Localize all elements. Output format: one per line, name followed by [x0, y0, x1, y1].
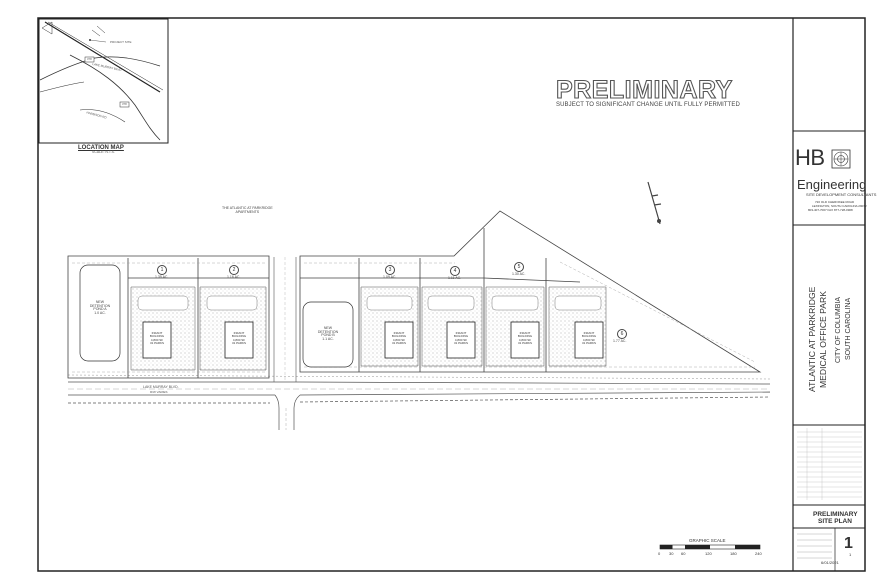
pond-a-label: NEW DETENTION POND A 1.0 AC.	[89, 300, 111, 315]
building-label-5: INFANT BUILDING 4,800 SF 31 PARKS	[517, 331, 533, 345]
graphic-scale-title: GRAPHIC SCALE	[689, 538, 726, 543]
scale-tick-0: 0	[658, 551, 661, 556]
setback-dashes	[72, 261, 756, 373]
location-map-scale: SCALE: N.T.S.	[92, 150, 115, 154]
seal-icon	[831, 149, 851, 169]
north-arrow-icon	[647, 181, 662, 225]
lot-number-3: 3	[385, 265, 395, 275]
project-site-label: PROJECT SITE	[110, 40, 132, 44]
location-map-title: LOCATION MAP	[78, 145, 124, 151]
road-label: LAKE MURRAY BLVD.	[143, 385, 179, 389]
site-boundary	[67, 210, 762, 379]
lot-acres-1: 1.35 AC.	[155, 275, 169, 279]
project-city-line1: CITY OF COLUMBIA	[835, 297, 842, 363]
project-city-line2: SOUTH CAROLINA	[845, 297, 852, 360]
building-label-2: INFANT BUILDING 4,800 SF 31 PARKS	[231, 331, 247, 345]
route-shield-1: 378	[87, 57, 92, 61]
sheet-date: 6/01/2021	[821, 560, 839, 565]
lot-acres-2: 1.16 AC.	[227, 275, 241, 279]
lake-murray-blvd	[67, 257, 771, 430]
lot-acres-3: 1.09 AC.	[383, 275, 397, 279]
graphic-scale	[659, 544, 761, 550]
scale-tick-120: 120	[705, 551, 712, 556]
lot-number-5: 5	[514, 262, 524, 272]
sheet-info-table	[797, 533, 832, 559]
lot-acres-4: 1.11 AC.	[448, 276, 462, 280]
building-label-3: INFANT BUILDING 4,800 SF 31 PARKS	[391, 331, 407, 345]
building-label-6: INFANT BUILDING 4,800 SF 31 PARKS	[581, 331, 597, 345]
scale-tick-180: 180	[730, 551, 737, 556]
project-name-line1: ATLANTIC AT PARKRIDGE	[807, 286, 817, 392]
detention-pond-b	[302, 301, 354, 368]
scale-tick-240: 240	[755, 551, 762, 556]
preliminary-stamp: PRELIMINARY	[555, 76, 733, 104]
lot-number-4: 4	[450, 266, 460, 276]
building-label-1: INFANT BUILDING 4,800 SF 31 PARKS	[149, 331, 165, 345]
lot-acres-5: 1.30 AC.	[512, 272, 526, 276]
location-map	[38, 18, 169, 144]
scale-tick-60: 60	[681, 551, 686, 556]
revisions-table	[797, 428, 862, 500]
lot-number-2: 2	[229, 265, 239, 275]
pond-b-label: NEW DETENTION POND B 1.1 AC.	[317, 326, 339, 341]
firm-address-line2: LEXINGTON, SOUTH CAROLINA 29072	[812, 204, 867, 208]
sheet-of: 1	[849, 552, 852, 557]
firm-logo-hb: HB	[795, 145, 825, 170]
sheet-border	[37, 17, 866, 572]
firm-address-line1: 720 OLD CHEROKEE ROAD	[815, 200, 855, 204]
sheet-title-line1: PRELIMINARY	[813, 511, 858, 518]
neighbor-label: THE ATLANTIC AT PARKRIDGE APARTMENTS	[222, 206, 273, 214]
sheet-title-line2: SITE PLAN	[818, 518, 852, 525]
parking-islands	[137, 295, 602, 311]
project-name-line2: MEDICAL OFFICE PARK	[818, 291, 828, 388]
building-label-4: INFANT BUILDING 4,800 SF 31 PARKS	[453, 331, 469, 345]
firm-logo-engineering: Engineering	[797, 177, 867, 192]
firm-tagline: SITE DEVELOPMENT CONSULTANTS	[806, 192, 877, 197]
buildings	[142, 321, 604, 359]
lot-number-1: 1	[157, 265, 167, 275]
lot-number-6: 6	[617, 329, 627, 339]
firm-phone: 803-407-7007 FAX 877-728-0908	[808, 208, 853, 212]
route-shield-2: 378	[122, 102, 127, 106]
scale-tick-30: 30	[669, 551, 674, 556]
road-sub-label: R/W VARIES	[150, 390, 168, 394]
lot-acres-6: 1.77 AC.	[613, 339, 627, 343]
preliminary-subtitle: SUBJECT TO SIGNIFICANT CHANGE UNTIL FULL…	[556, 102, 740, 108]
detention-pond-a	[79, 264, 121, 362]
sheet-number: 1	[844, 535, 853, 552]
